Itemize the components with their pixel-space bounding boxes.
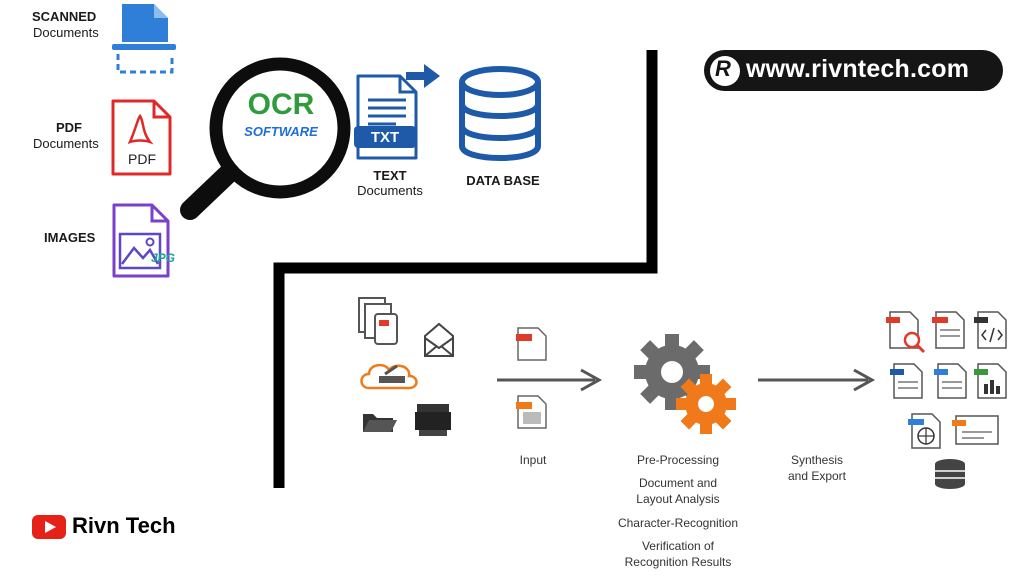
- orange-gear-icon: [676, 374, 736, 434]
- html-output-icon: [908, 413, 941, 449]
- envelope-icon: [424, 322, 454, 357]
- image-icon-text: JPG: [151, 251, 176, 265]
- website-badge[interactable]: [704, 50, 1003, 91]
- text-document-icon: [354, 64, 440, 160]
- ocr-title: OCR: [247, 88, 315, 121]
- xls-output-icon: [974, 363, 1007, 399]
- step-preprocessing: Pre-Processing: [636, 453, 720, 467]
- database-title: DATA BASE: [466, 173, 540, 188]
- input-label: Input: [519, 453, 547, 467]
- arrow-process-to-export: [758, 368, 876, 392]
- copier-icon: [415, 404, 451, 436]
- input-files-icons: [516, 327, 547, 429]
- code-file-icon: [974, 311, 1007, 349]
- gears-icon: [634, 334, 736, 434]
- text-doc-subtitle: Documents: [357, 183, 423, 198]
- rivn-logo-letter: R: [715, 56, 731, 81]
- folder-icon: [363, 414, 397, 432]
- scanned-subtitle: Documents: [33, 25, 99, 40]
- txt-icon-text: TXT: [370, 129, 400, 146]
- scanned-title: SCANNED: [32, 9, 97, 24]
- pdf-document-icon: [111, 99, 172, 176]
- doc-output-icon: [934, 363, 967, 399]
- image-document-icon: [112, 203, 170, 278]
- pdf-output-icon: [932, 311, 965, 349]
- pdf-title: PDF: [56, 120, 82, 135]
- database-icon: [456, 66, 544, 161]
- magnifier-icon: [180, 57, 351, 220]
- export-label: Synthesis and Export: [787, 453, 847, 483]
- website-url[interactable]: www.rivntech.com: [746, 55, 970, 83]
- pdf-icon-text: PDF: [128, 151, 156, 167]
- rivn-logo-icon: [710, 56, 740, 86]
- scanned-document-icon: [112, 4, 176, 74]
- arrow-input-to-process: [497, 368, 603, 392]
- stacked-documents-icon: [358, 297, 398, 345]
- step-verification: Verification of Recognition Results: [624, 539, 732, 569]
- ocr-subtitle: SOFTWARE: [244, 124, 318, 139]
- jpg-file-icon: [516, 395, 547, 429]
- search-file-icon: [886, 311, 926, 354]
- output-files-icons: [886, 311, 1007, 489]
- database-output-icon: [935, 459, 965, 489]
- text-doc-title: TEXT: [373, 168, 407, 183]
- pdf-file-icon: [516, 327, 547, 361]
- step-character-recognition: Character-Recognition: [617, 516, 739, 530]
- slides-output-icon: [952, 415, 999, 445]
- images-title: IMAGES: [44, 230, 96, 245]
- step-layout-analysis: Document and Layout Analysis: [636, 476, 720, 506]
- txt-output-icon: [890, 363, 923, 399]
- cloud-scanner-icon: [360, 363, 418, 390]
- brand-name: Rivn Tech: [72, 513, 176, 538]
- pdf-subtitle: Documents: [33, 136, 99, 151]
- input-sources-icons: [358, 297, 454, 436]
- youtube-icon: [32, 515, 66, 539]
